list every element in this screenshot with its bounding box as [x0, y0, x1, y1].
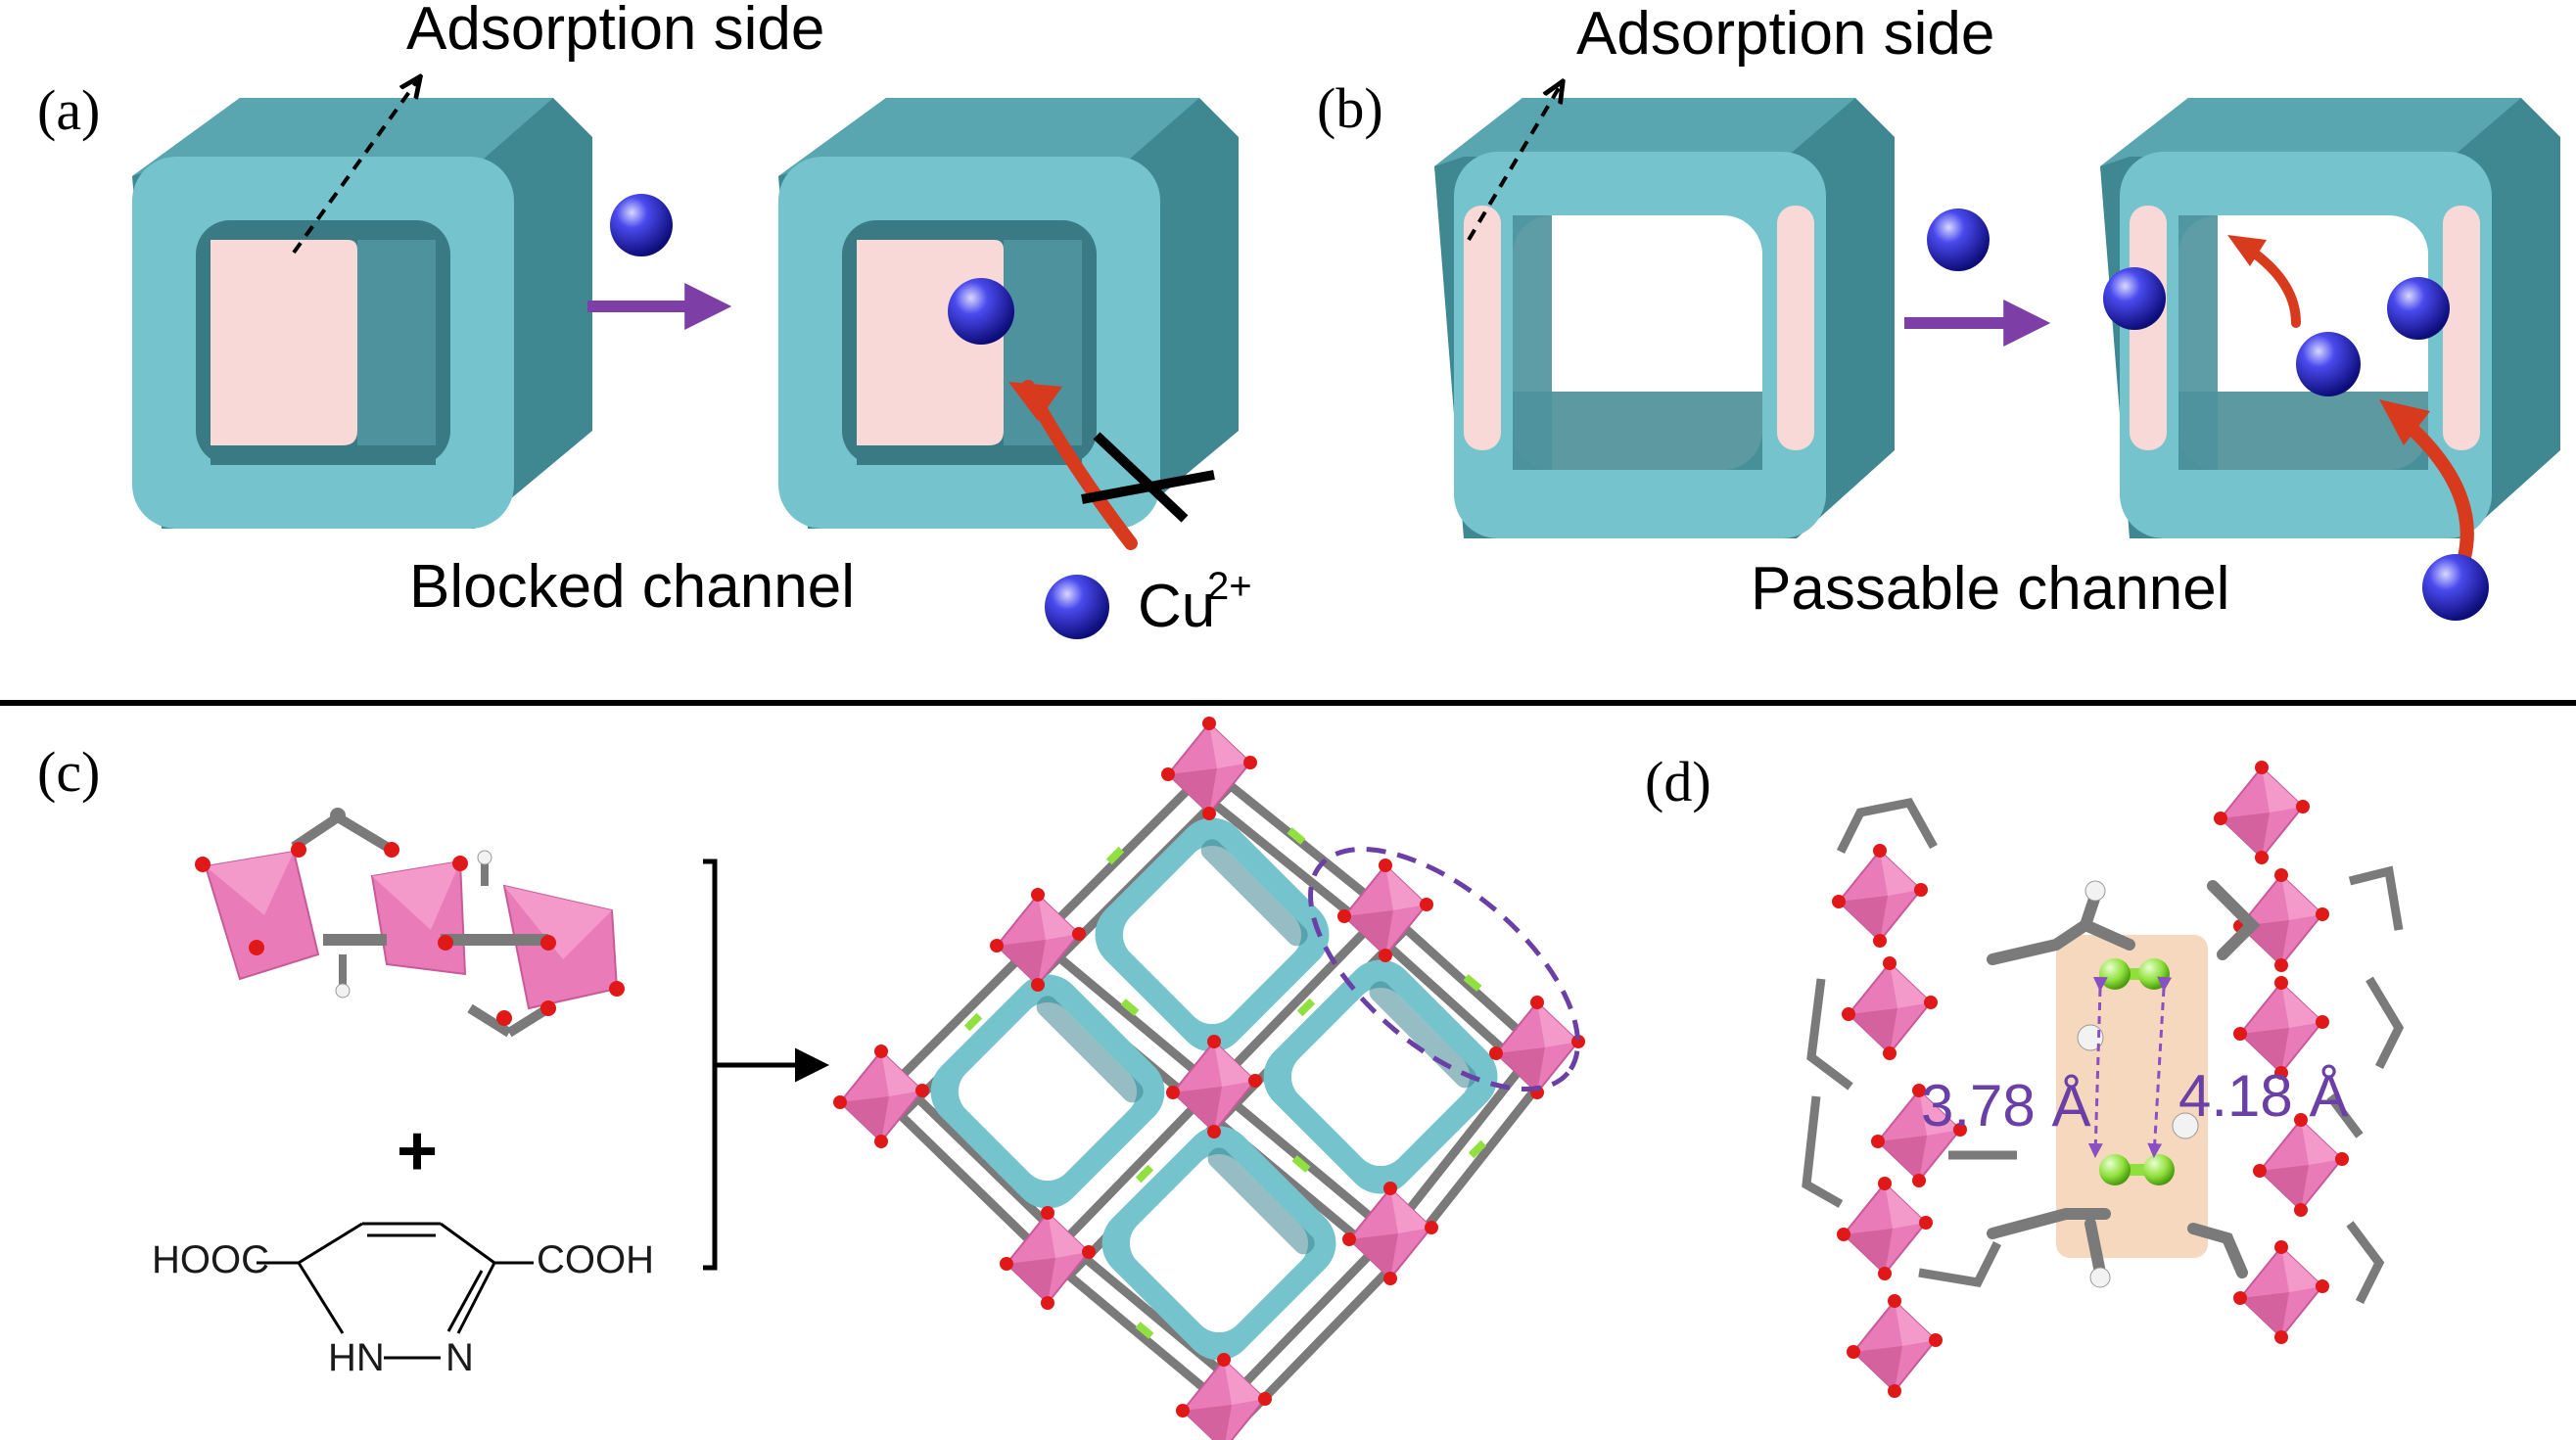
distance-label-1: 3.78 Å [1921, 1073, 2090, 1138]
ligand-structure: HOOC COOH HN N [152, 1222, 654, 1379]
highlight-ellipse [1308, 847, 1580, 1092]
adsorption-side-label-a: Adsorption side [406, 0, 824, 63]
cu-ion-incoming-a [610, 194, 673, 256]
cu-ion-adsorbed-a [948, 278, 1014, 345]
ligand-n: N [445, 1336, 474, 1379]
framework-lattice [832, 716, 1586, 1440]
plus-sign: + [397, 1112, 438, 1190]
ligand-hooc: HOOC [152, 1238, 269, 1281]
caption-blocked-channel: Blocked channel [409, 553, 855, 621]
bracket [703, 859, 718, 1271]
curved-arrow-head-blocked [1008, 382, 1062, 421]
ligand-nh: HN [328, 1336, 385, 1379]
passable-frame-before [1434, 98, 1895, 538]
cu-ion-legend-label: Cu [1138, 573, 1215, 640]
adsorption-side-label-b: Adsorption side [1576, 0, 1994, 68]
panel-a: (a) Adsorption side Blocked channel Cu 2… [37, 0, 1252, 640]
panel-c: (c) [37, 716, 1586, 1440]
panel-b: (b) Adsorption side Passable channel [1317, 0, 2560, 623]
cu-ion-adsorbed-right [2387, 277, 2450, 340]
cu-ion-legend-icon [1045, 575, 1109, 639]
panel-a-label: (a) [37, 78, 100, 142]
panel-c-label: (c) [37, 740, 100, 804]
metal-cluster-model [195, 808, 625, 1038]
pore-bottom [1087, 1111, 1351, 1375]
blocked-frame-before [132, 98, 592, 529]
pyrazole-linkers [1987, 880, 2261, 1288]
panel-b-label: (b) [1317, 76, 1383, 140]
ligand-cooh: COOH [537, 1238, 654, 1281]
adsorption-pointer-a [292, 78, 419, 255]
caption-passable-channel: Passable channel [1751, 555, 2229, 623]
adsorption-pointer-b [1467, 83, 1562, 242]
right-chain [2213, 760, 2405, 1345]
cu-ion-entering-b [2422, 554, 2489, 621]
cu-ion-passing [2296, 332, 2361, 396]
distance-label-2: 4.18 Å [2178, 1063, 2348, 1129]
panel-d-label: (d) [1645, 750, 1711, 813]
cu-ion-charge: 2+ [1207, 565, 1252, 608]
block-x-icon [1093, 432, 1189, 523]
pore-left [915, 959, 1180, 1224]
cu-ion-incoming-b [1927, 209, 1990, 271]
passable-frame-after [2100, 98, 2560, 538]
panel-d: (d) [1645, 750, 2405, 1399]
left-chain [1802, 797, 2017, 1399]
cu-ion-adsorbed-left [2103, 267, 2166, 330]
